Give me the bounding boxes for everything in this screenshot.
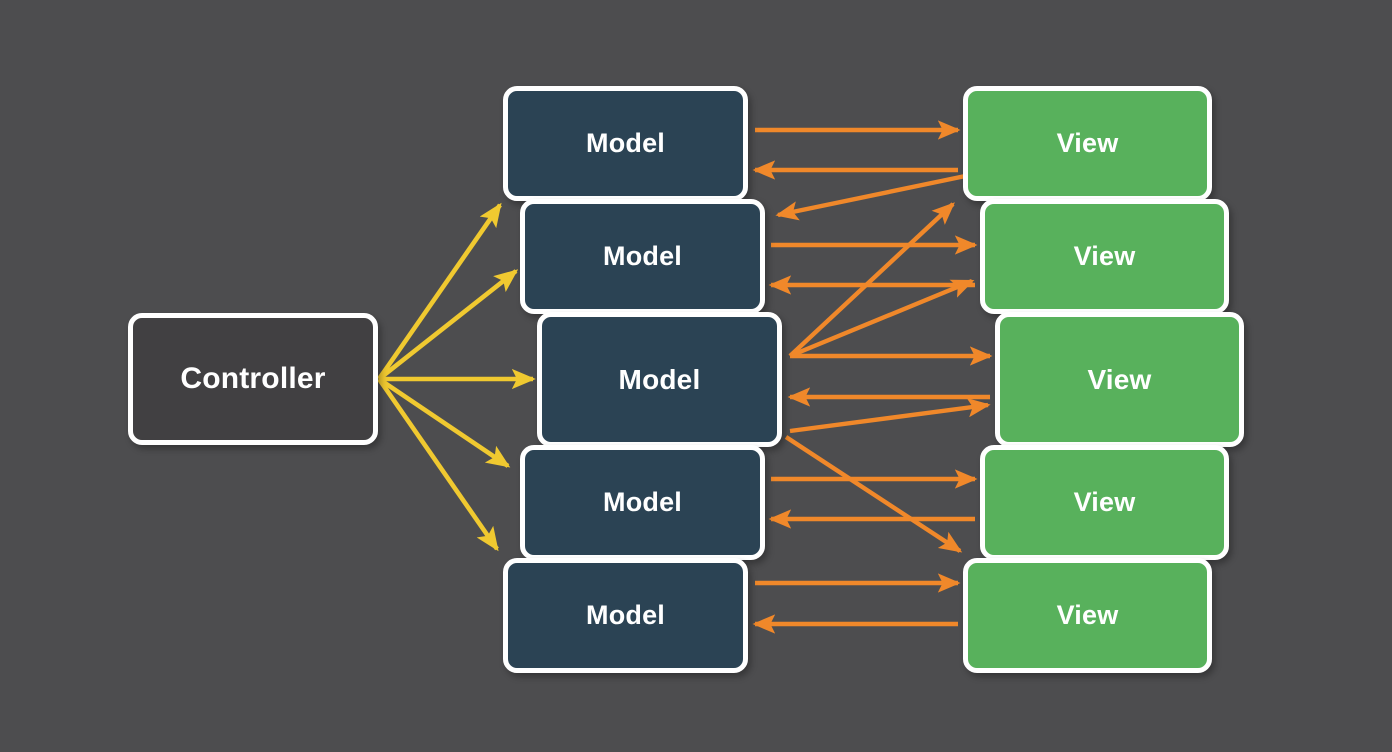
view-node-4[interactable]: View — [980, 445, 1229, 560]
controller-arrow-4--controller-to-model-4 — [377, 377, 511, 468]
model-node-3[interactable]: Model — [537, 312, 782, 447]
controller-node[interactable]: Controller — [128, 313, 378, 445]
view-node-3-label: View — [1087, 363, 1152, 395]
model-node-4[interactable]: Model — [520, 445, 765, 560]
model-node-5-label: Model — [586, 600, 665, 630]
model-node-2-label: Model — [603, 241, 682, 271]
mv-arrow-6--model-3-to-view-1 — [788, 202, 955, 358]
mv-arrow-7--model-3-to-view-2 — [789, 278, 975, 359]
model-node-3-label: Model — [618, 363, 701, 395]
controller-arrow-1--controller-to-model-1 — [377, 202, 502, 381]
view-node-5[interactable]: View — [963, 558, 1212, 673]
view-node-1[interactable]: View — [963, 86, 1212, 201]
view-node-2[interactable]: View — [980, 199, 1229, 314]
controller-node-label: Controller — [180, 362, 326, 395]
model-node-5[interactable]: Model — [503, 558, 748, 673]
view-node-5-label: View — [1056, 600, 1119, 630]
view-node-2-label: View — [1073, 241, 1136, 271]
model-to-view-edges — [752, 120, 993, 634]
view-node-4-label: View — [1073, 487, 1136, 517]
model-node-1[interactable]: Model — [503, 86, 748, 201]
controller-arrow-5--controller-to-model-5 — [377, 377, 499, 552]
mv-arrow-3--view-2-to-model-1 — [775, 171, 976, 221]
controller-to-model-edges — [377, 202, 536, 552]
view-node-3[interactable]: View — [995, 312, 1244, 447]
mv-arrow-10--model-4-to-view-3 — [789, 398, 991, 434]
model-node-4-label: Model — [603, 487, 682, 517]
model-node-1-label: Model — [586, 128, 665, 158]
mv-arrow-11--model-3-to-view-5 — [784, 435, 963, 553]
controller-arrow-2--controller-to-model-2 — [377, 269, 519, 381]
model-node-2[interactable]: Model — [520, 199, 765, 314]
view-node-1-label: View — [1056, 128, 1119, 158]
